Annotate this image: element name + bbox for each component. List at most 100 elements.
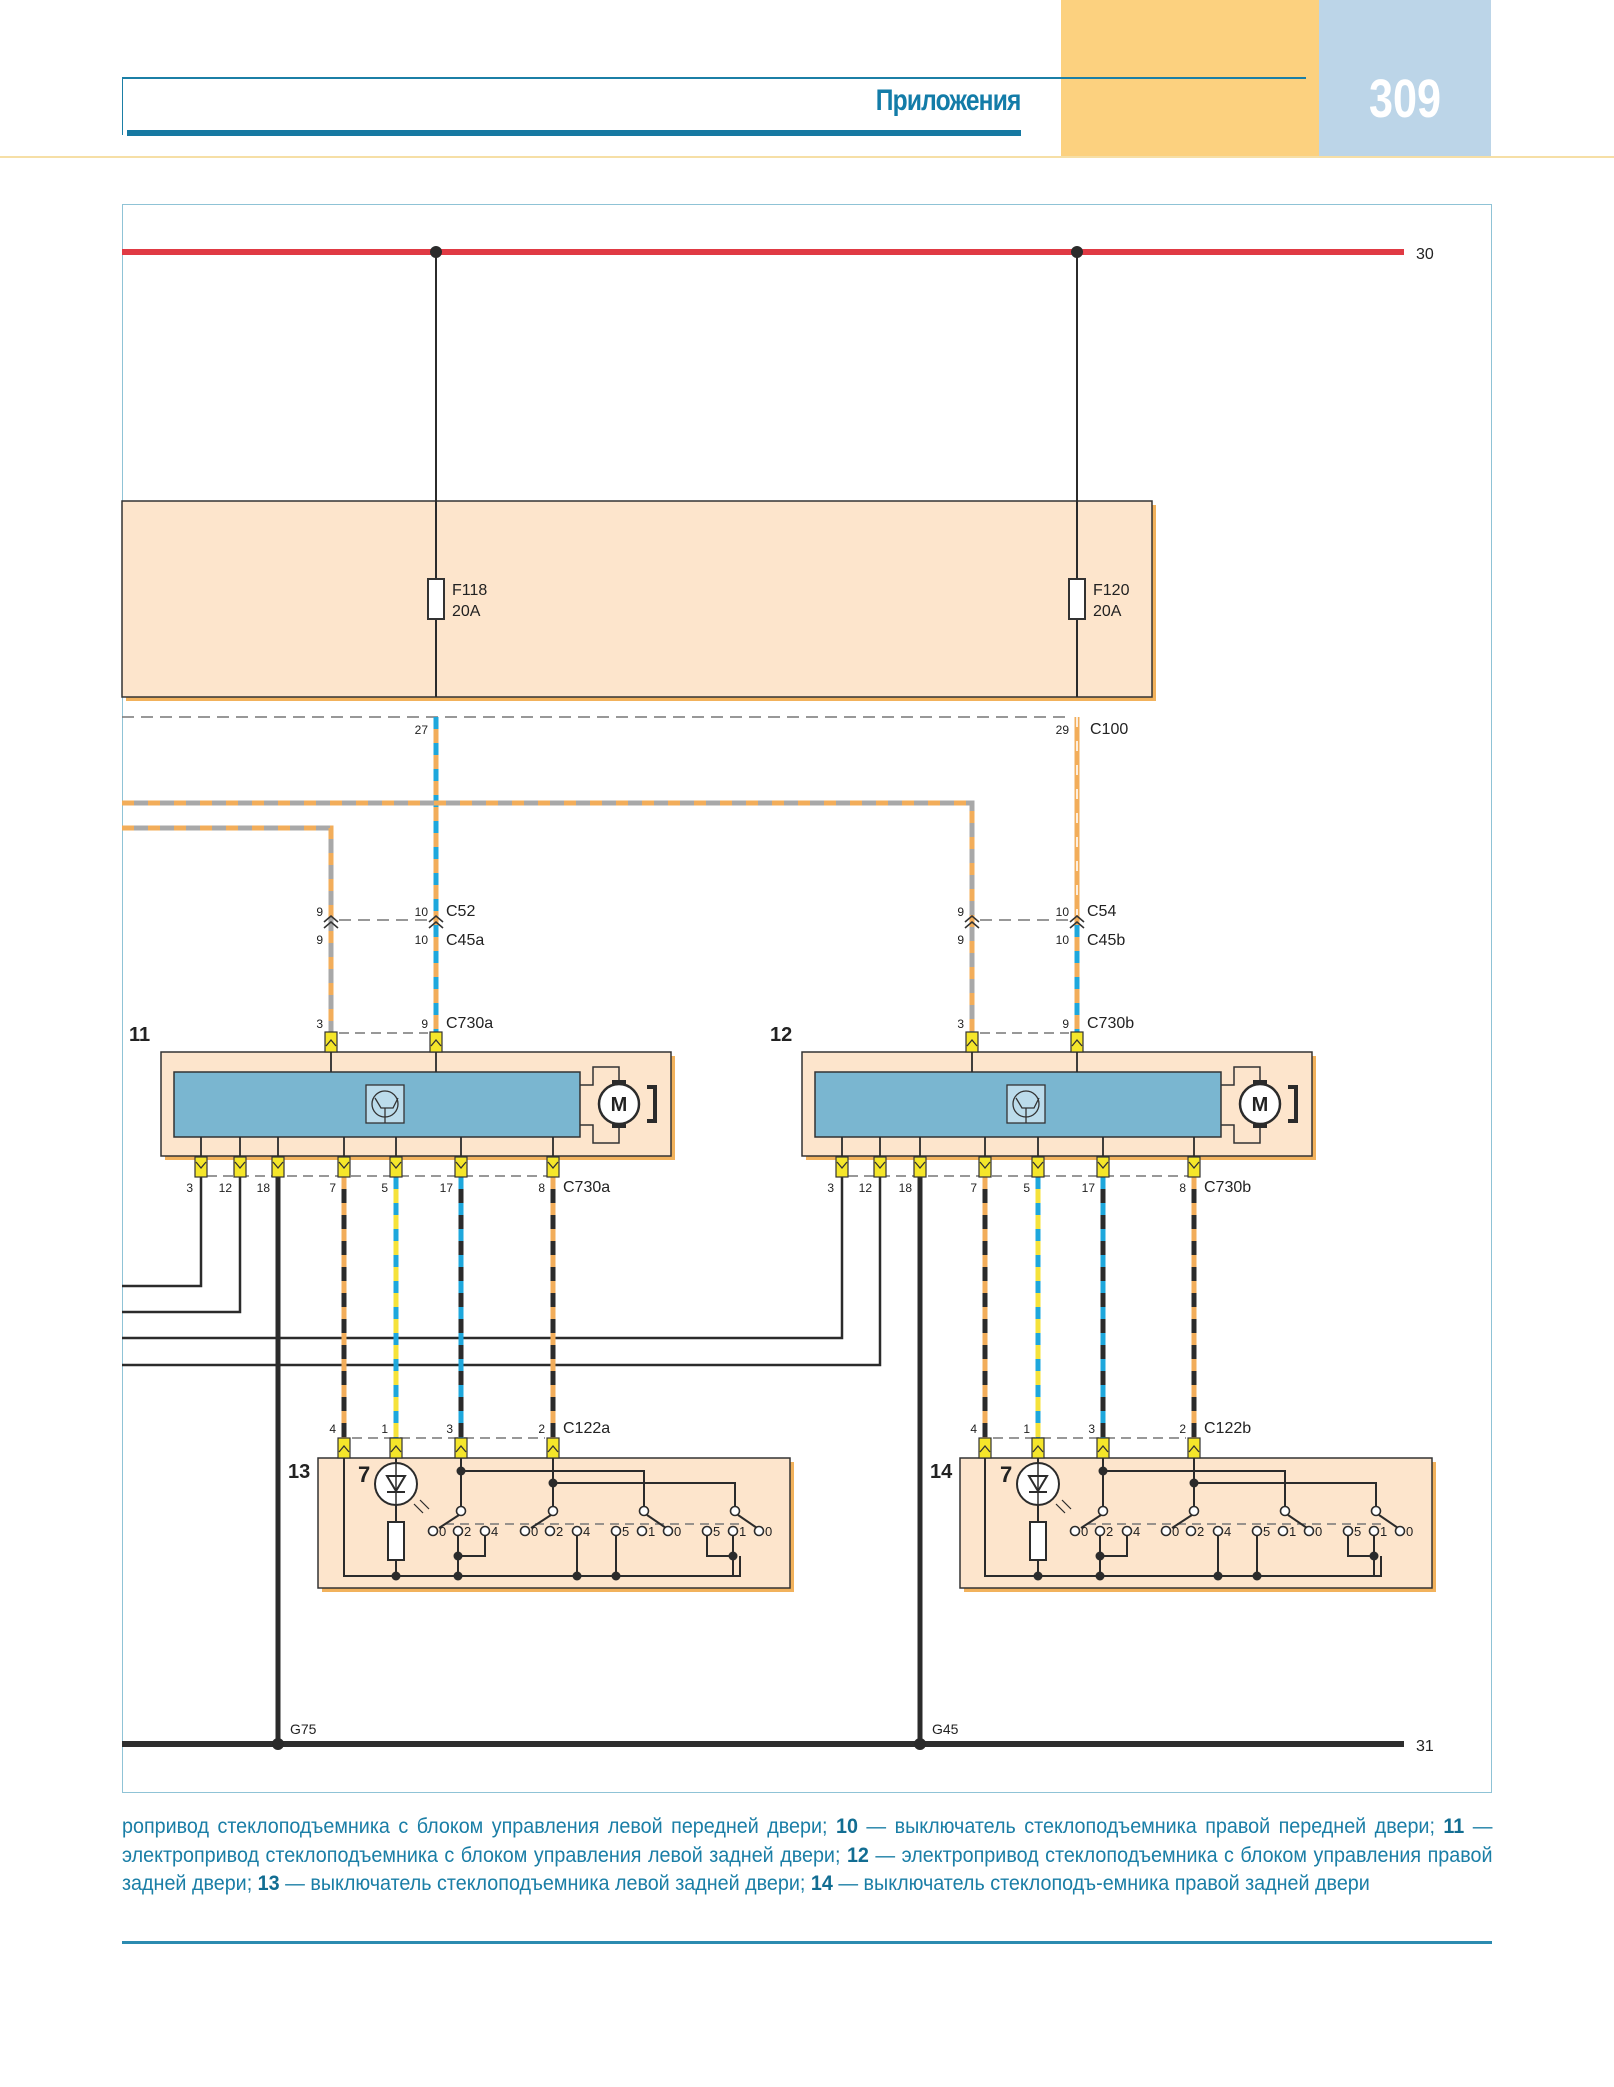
ground-label-g45: G45	[932, 1721, 959, 1737]
switch-internal-wire	[461, 1470, 645, 1507]
chevron-up-icon	[325, 1038, 337, 1047]
wire-module11-pin3	[122, 1177, 203, 1288]
pin-label: 3	[446, 1422, 453, 1436]
contact-terminal	[544, 1525, 556, 1537]
diagram-frame	[122, 204, 1492, 1793]
motor-label: M	[1252, 1094, 1269, 1116]
motor-wire	[1221, 1066, 1261, 1086]
junction-dot	[1369, 1551, 1379, 1561]
switch-blade	[737, 1514, 758, 1529]
led-label: 7	[358, 1462, 370, 1487]
component-number-module_left: 11	[129, 1024, 150, 1046]
switch-internal-wire	[706, 1535, 733, 1557]
chevron-down-icon	[914, 1161, 926, 1170]
pin-label: 10	[1056, 933, 1070, 947]
chevron-up-icon	[455, 1444, 467, 1453]
contact-terminal	[753, 1525, 765, 1537]
junction-dot	[728, 1551, 738, 1561]
ground-junction-dot	[272, 1738, 284, 1750]
component-number-module_right: 12	[770, 1024, 792, 1046]
contact-terminal	[1160, 1525, 1172, 1537]
connector-terminal	[1070, 1031, 1084, 1053]
contact-terminal	[479, 1525, 491, 1537]
pin-label: 12	[859, 1181, 873, 1195]
connector-terminal	[324, 1031, 338, 1053]
pin-label: 29	[1056, 723, 1070, 737]
light-ray-icon	[1055, 1503, 1066, 1514]
resistor-icon	[1029, 1521, 1047, 1561]
contact-label: 0	[1172, 1524, 1179, 1539]
contact-terminal	[662, 1525, 674, 1537]
chevron-down-icon	[1188, 1161, 1200, 1170]
chevron-up-icon	[979, 1444, 991, 1453]
pin-label: 4	[329, 1422, 336, 1436]
pin-label: 7	[970, 1181, 977, 1195]
pin-label: 3	[316, 1017, 323, 1031]
pin-label: 3	[827, 1181, 834, 1195]
caption-text: ропривод стеклоподъемника с блоком управ…	[122, 1815, 836, 1838]
light-ray-icon	[419, 1499, 430, 1510]
contact-terminal	[571, 1525, 583, 1537]
contact-label: 0	[674, 1524, 681, 1539]
connector-terminal	[454, 1437, 468, 1459]
header-line-tick	[122, 77, 123, 135]
contact-terminal	[610, 1525, 622, 1537]
motor-wire	[1221, 1122, 1261, 1144]
header-line	[122, 77, 1306, 79]
pin-label: 18	[899, 1181, 913, 1195]
switch-internal-wire	[1103, 1470, 1286, 1507]
caption-item-number: 10	[835, 1815, 858, 1838]
junction-dot	[453, 1551, 463, 1561]
chevron-up-icon	[547, 1444, 559, 1453]
pin-label: 18	[257, 1181, 271, 1195]
page-number: 309	[1368, 69, 1442, 129]
chevron-up-icon	[1188, 1444, 1200, 1453]
chevron-up-icon	[338, 1444, 350, 1453]
contact-label: 0	[531, 1524, 538, 1539]
contact-terminal	[1121, 1525, 1133, 1537]
pin-label: 2	[538, 1422, 545, 1436]
caption-rule	[122, 1941, 1492, 1944]
fuse-rating: 20A	[1093, 603, 1122, 620]
plug-chevron-icon	[964, 920, 980, 929]
contact-terminal	[1394, 1525, 1406, 1537]
power-rail-label: 30	[1416, 246, 1434, 263]
contact-label: 1	[1289, 1524, 1296, 1539]
contact-label: 4	[583, 1524, 590, 1539]
contact-terminal	[1212, 1525, 1224, 1537]
pin-label: 8	[538, 1181, 545, 1195]
pin-label: 5	[1023, 1181, 1030, 1195]
switch-blade	[1080, 1514, 1102, 1529]
switch-pivot	[547, 1505, 559, 1517]
contact-label: 1	[648, 1524, 655, 1539]
wire-module11-pin12	[122, 1177, 242, 1314]
ground-rail-label: 31	[1416, 1738, 1434, 1755]
chevron-up-icon	[966, 1038, 978, 1047]
connector-terminal	[389, 1437, 403, 1459]
switch-pivot	[1279, 1505, 1291, 1517]
component-number-switch_left: 13	[288, 1461, 310, 1483]
contact-terminal	[701, 1525, 713, 1537]
contact-label: 1	[1380, 1524, 1387, 1539]
switch-pivot	[729, 1505, 741, 1517]
connector-label-c45b: C45b	[1087, 932, 1125, 949]
connector-label-c730a-bottom: C730a	[563, 1179, 610, 1196]
fuse-id: F120	[1093, 582, 1130, 599]
contact-label: 0	[1081, 1524, 1088, 1539]
switch-blade	[646, 1514, 667, 1529]
connector-terminal	[429, 1031, 443, 1053]
transistor-icon	[374, 1097, 399, 1109]
contact-label: 5	[1263, 1524, 1270, 1539]
connector-terminal	[546, 1437, 560, 1459]
figure-caption: ропривод стеклоподъемника с блоком управ…	[122, 1813, 1493, 1899]
component-number-switch_right: 14	[930, 1461, 953, 1483]
light-ray-icon	[413, 1503, 424, 1514]
junction-dot	[1095, 1551, 1105, 1561]
wire-gray-orange-module11	[122, 825, 334, 1033]
motor-wire	[580, 1122, 620, 1144]
contact-terminal	[452, 1525, 464, 1537]
contact-terminal	[1185, 1525, 1197, 1537]
junction-dot	[1095, 1571, 1105, 1581]
contact-label: 5	[622, 1524, 629, 1539]
connector-terminal	[1096, 1437, 1110, 1459]
